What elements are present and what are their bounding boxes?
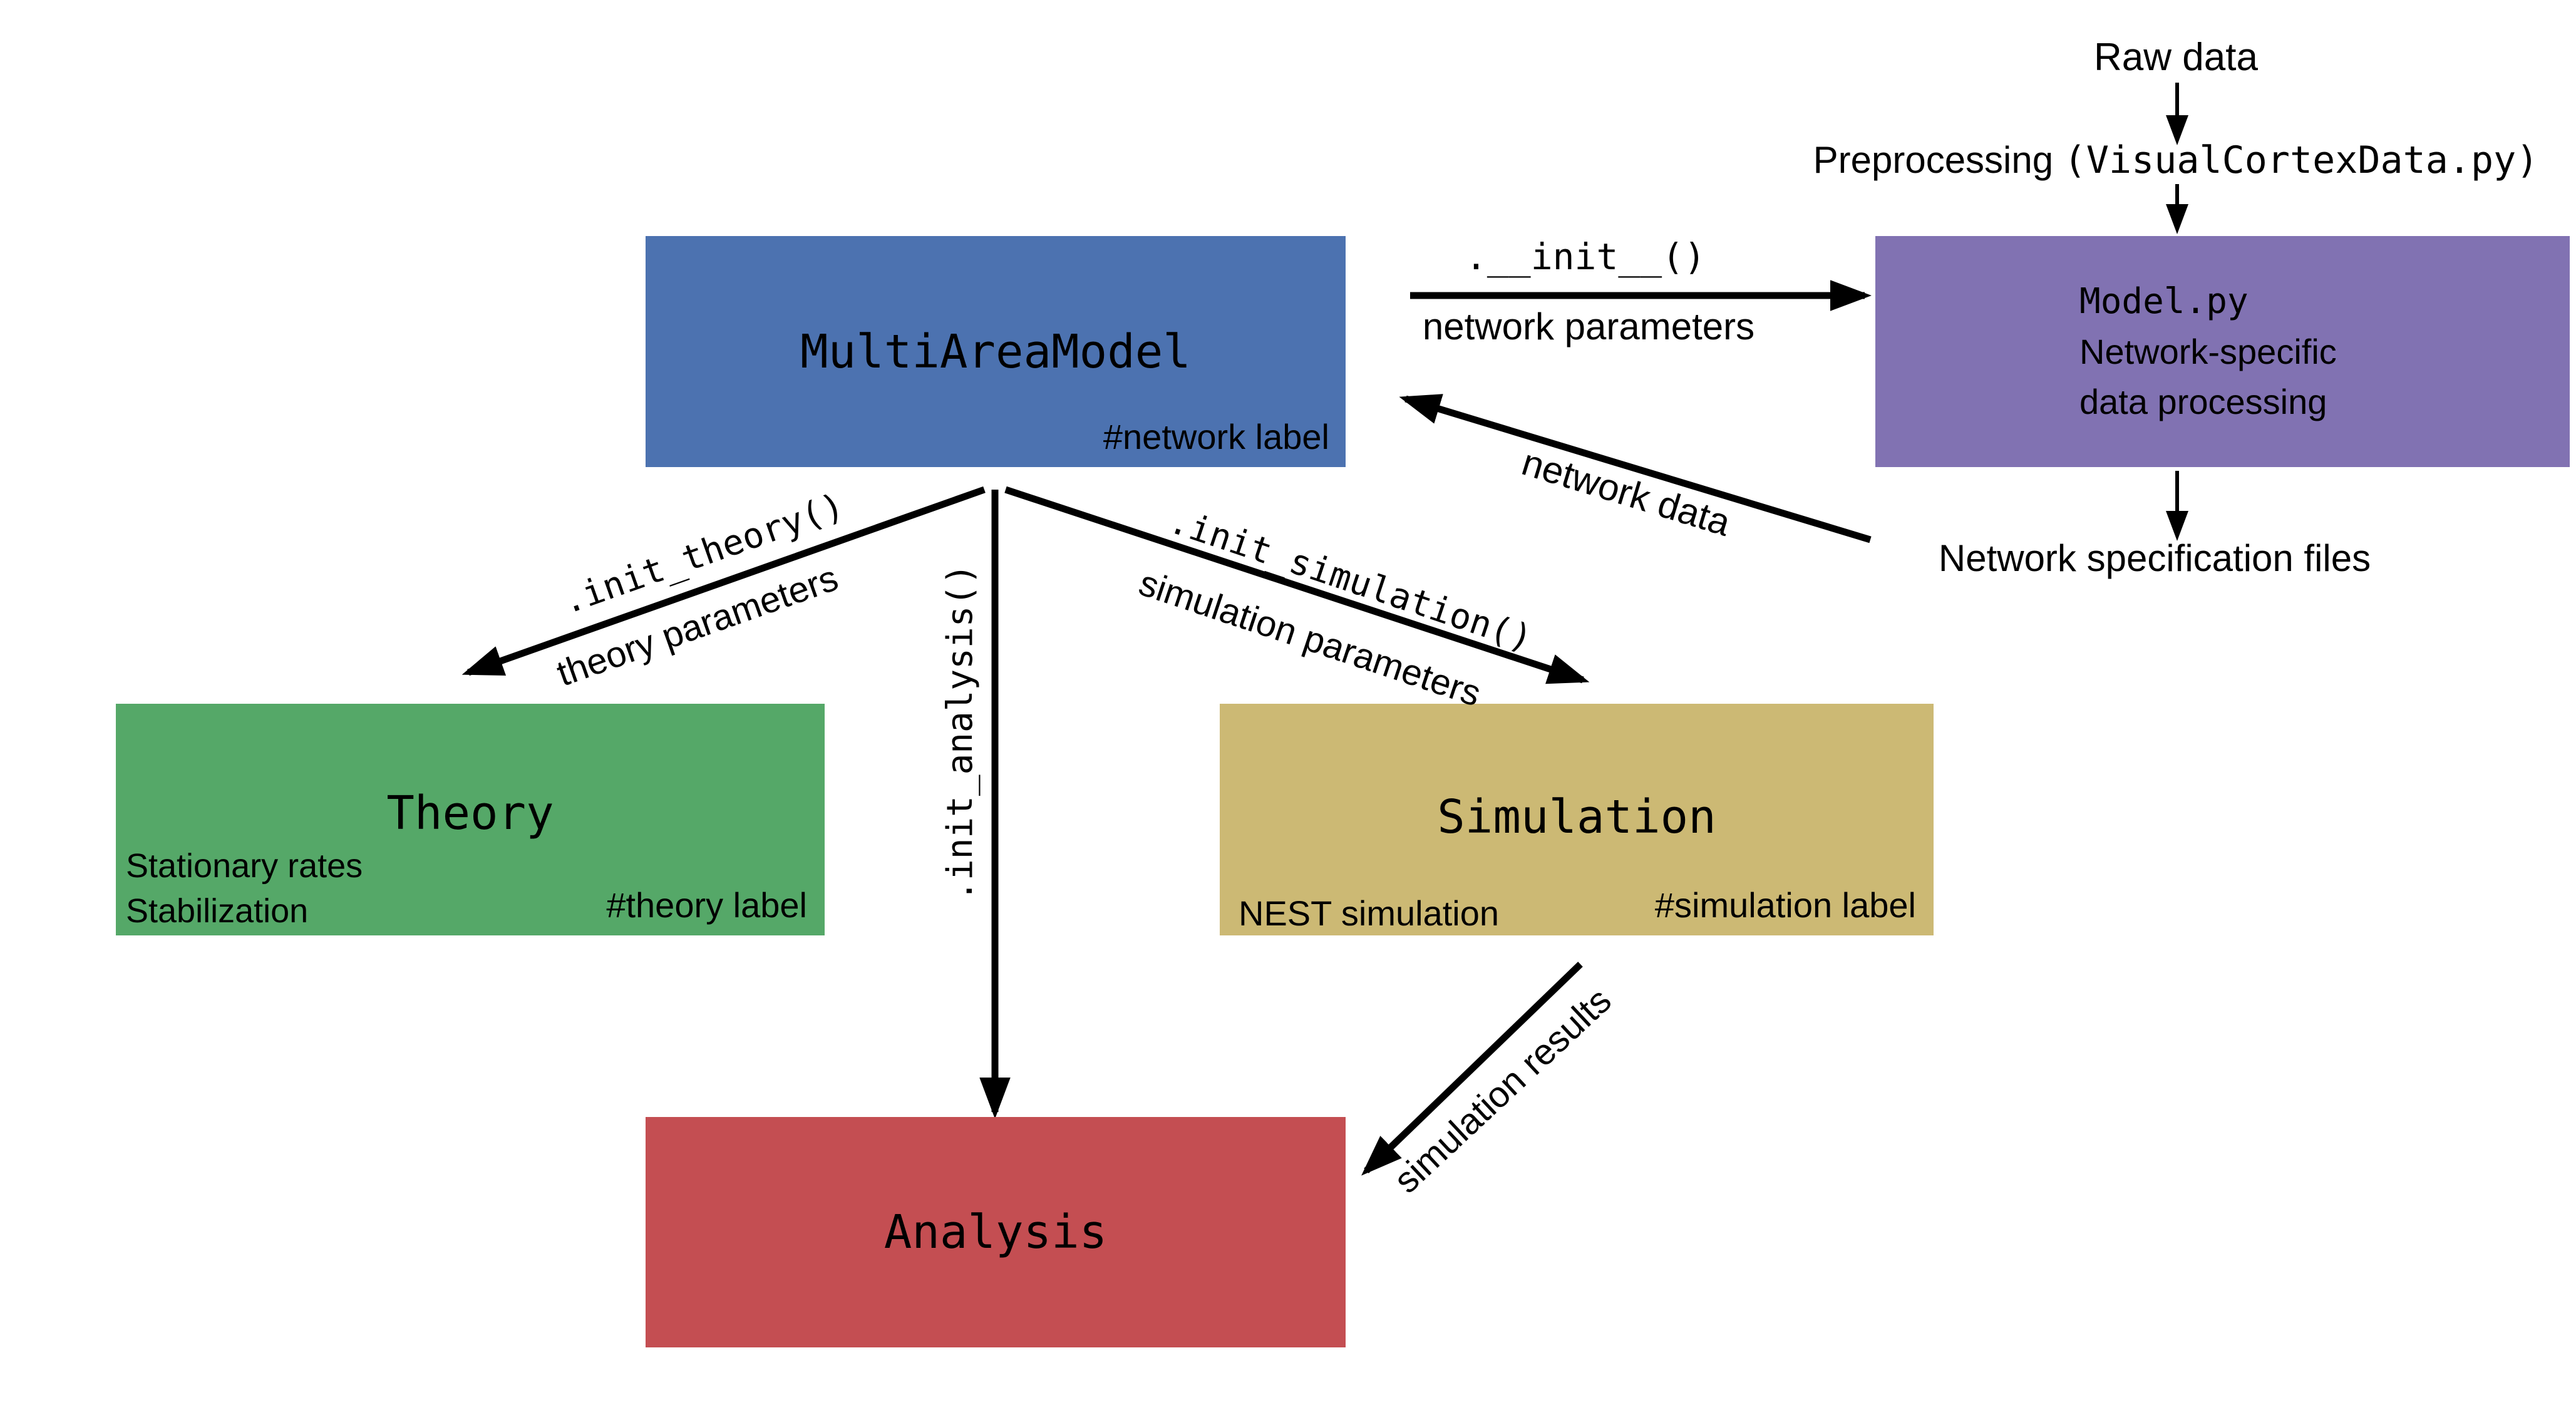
model-py-box: Model.py Network-specific data processin…	[1875, 236, 2570, 467]
init-method-label: .__init__()	[1465, 235, 1706, 278]
model-py-line-2: Network-specific	[2079, 331, 2337, 371]
arrow-init-theory	[461, 486, 986, 676]
analysis-box: Analysis	[646, 1117, 1346, 1347]
simulation-title: Simulation	[1437, 790, 1716, 844]
simulation-feature-nest: NEST simulation	[1239, 893, 1500, 933]
model-py-line-3: data processing	[2079, 381, 2327, 421]
analysis-title: Analysis	[884, 1205, 1108, 1259]
model-py-filename: Model.py	[2079, 280, 2249, 322]
simulation-label-annotation: #simulation label	[1654, 885, 1916, 925]
arrow-init-simulation	[1004, 486, 1590, 684]
arrow-simulation-results	[1361, 962, 1583, 1176]
multi-area-model-box: MultiAreaModel #network label	[646, 236, 1346, 467]
simulation-box: Simulation NEST simulation #simulation l…	[1220, 704, 1934, 935]
preprocessing-label-text: Preprocessing	[1813, 139, 2064, 181]
theory-feature-stationary-rates: Stationary rates	[126, 847, 363, 885]
model-py-text-block: Model.py Network-specific data processin…	[2079, 284, 2337, 419]
network-spec-files-label: Network specification files	[1938, 537, 2371, 579]
theory-box: Theory Stationary rates Stabilization #t…	[116, 704, 825, 935]
init-analysis-method-label: .init_analysis()	[940, 564, 981, 902]
theory-feature-stabilization: Stabilization	[126, 892, 309, 930]
theory-label-annotation: #theory label	[606, 885, 807, 925]
arrow-network-data	[1399, 394, 1872, 543]
network-label-annotation: #network label	[1103, 417, 1329, 456]
preprocessing-label-script: (VisualCortexData.py)	[2063, 138, 2539, 182]
raw-data-label: Raw data	[2094, 36, 2258, 79]
preprocessing-label: Preprocessing (VisualCortexData.py)	[1813, 139, 2539, 181]
multi-area-model-title: MultiAreaModel	[800, 324, 1191, 379]
theory-title: Theory	[386, 786, 554, 840]
network-parameters-label: network parameters	[1422, 306, 1755, 347]
